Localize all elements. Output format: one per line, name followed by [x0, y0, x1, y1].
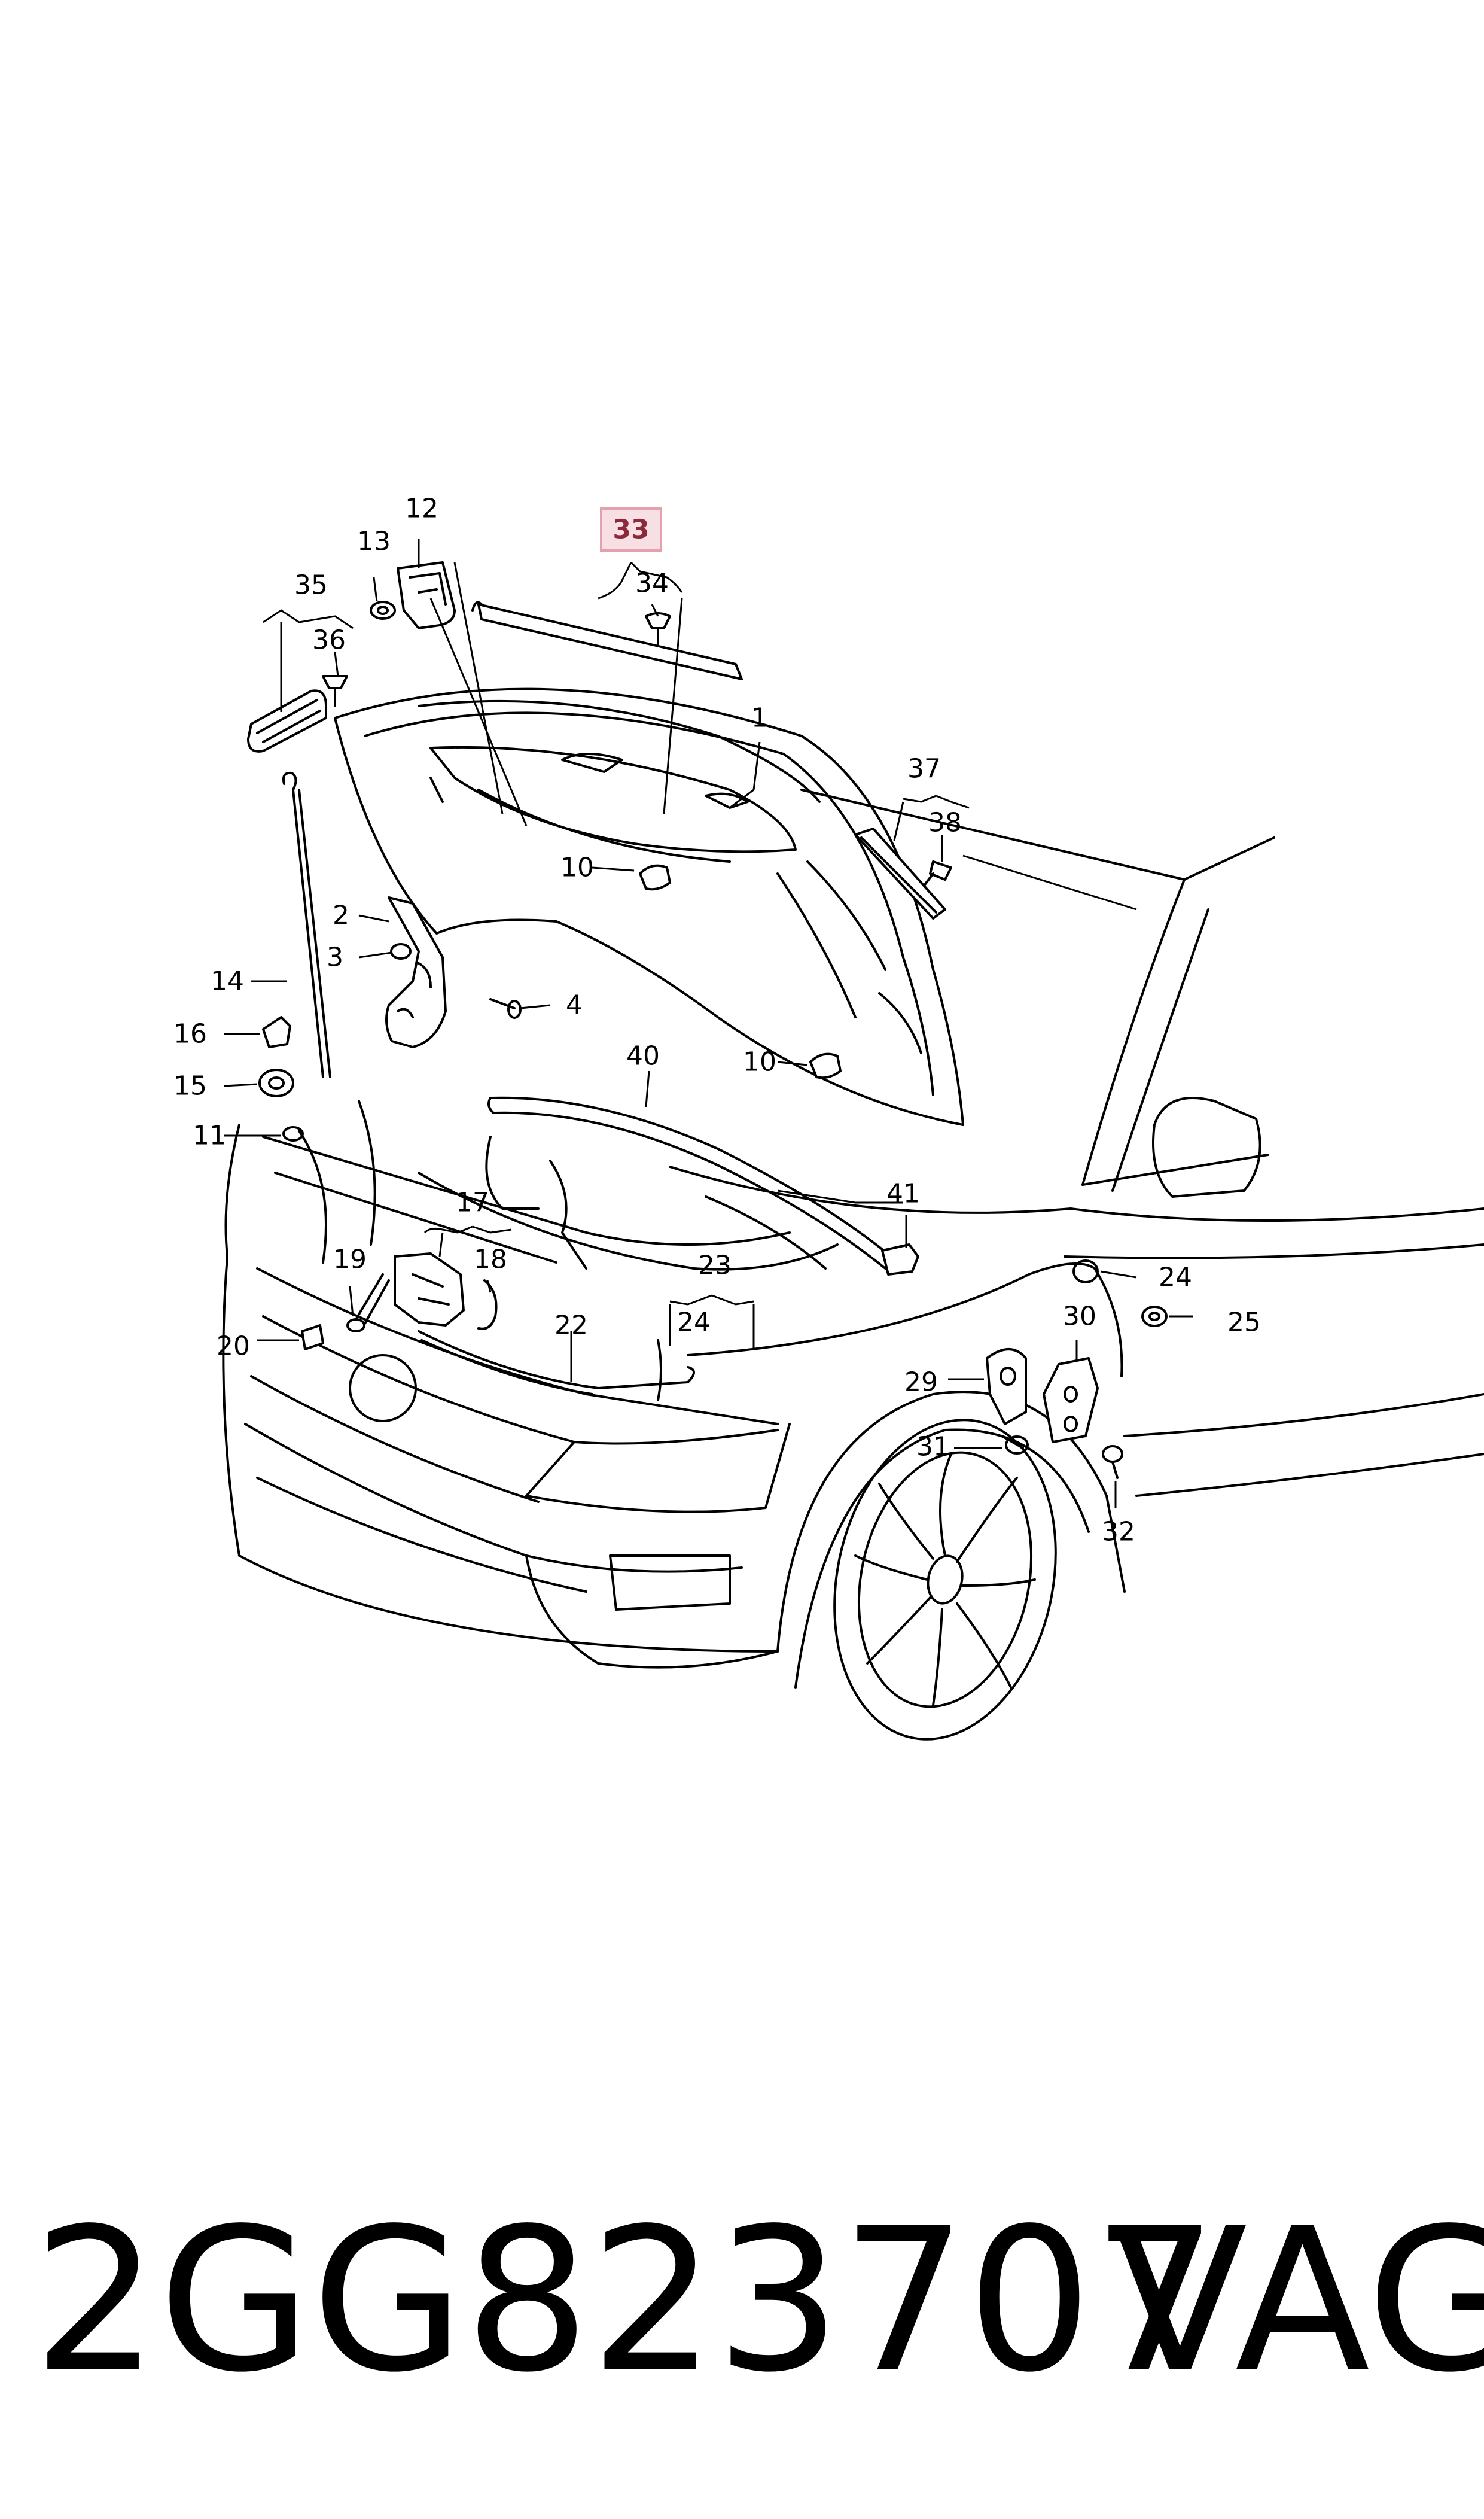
prop-rod-14: [282, 771, 331, 1078]
callout-15: 15: [173, 1071, 207, 1102]
clip-25: [1141, 1306, 1168, 1327]
grommet-24: [1072, 1260, 1099, 1283]
badge: [349, 1354, 417, 1422]
callout-34: 34: [635, 568, 669, 599]
callout-22: 22: [554, 1310, 588, 1341]
latch-17: [394, 1252, 465, 1327]
callout-12: 12: [405, 494, 438, 524]
callout-30: 30: [1063, 1301, 1096, 1332]
callout-31: 31: [916, 1432, 950, 1462]
callout-24b: 24: [1159, 1262, 1192, 1293]
nut-13: [370, 601, 396, 620]
pin-32: [1102, 1445, 1123, 1479]
nut-3: [390, 943, 412, 960]
bracket-16: [262, 1016, 291, 1048]
callout-20: 20: [217, 1331, 250, 1362]
leader-lines: [224, 539, 1193, 1508]
callout-38: 38: [928, 808, 962, 838]
callout-3: 3: [327, 942, 343, 973]
o-ring-11: [282, 1126, 304, 1142]
cap-20: [301, 1324, 324, 1350]
callout-41: 41: [886, 1179, 920, 1209]
bolt-19: [346, 1273, 390, 1332]
callout-10a: 10: [560, 853, 594, 883]
callout-2: 2: [333, 900, 349, 931]
seal-strip-35: [247, 689, 327, 753]
bumper-10b: [809, 1052, 842, 1079]
bowden-cable-23: [687, 1262, 1123, 1377]
callout-13: 13: [357, 527, 391, 557]
lock-12: [397, 561, 456, 629]
bolt-31: [1001, 1435, 1029, 1455]
callout-10b: 10: [743, 1047, 776, 1078]
hinge-2: [385, 896, 447, 1048]
handle-30: [1043, 1357, 1099, 1443]
front-wheel: [833, 1419, 1057, 1741]
callout-29: 29: [904, 1367, 938, 1398]
callout-24a: 24: [677, 1307, 711, 1338]
hood-panel: [334, 687, 964, 1126]
callout-19: 19: [333, 1245, 367, 1275]
highlight-box-33: [600, 507, 662, 552]
brand-name: VAG: [1113, 2186, 1484, 2415]
parts-diagram: 1 2 3 4 10 10 11 12 13 14 16 15 17 18 19…: [173, 494, 1484, 1741]
seal-strip-37: [854, 828, 946, 920]
callout-37: 37: [907, 754, 941, 784]
callout-17: 17: [456, 1188, 489, 1218]
callout-23: 23: [698, 1251, 732, 1281]
callout-4: 4: [566, 990, 583, 1021]
clip-38: [923, 860, 952, 887]
clip-36: [322, 675, 348, 707]
bolt-4: [489, 998, 522, 1019]
grommet-15: [258, 1069, 294, 1097]
callout-14: 14: [211, 966, 244, 997]
callout-1: 1: [751, 703, 768, 734]
callout-40: 40: [626, 1041, 660, 1072]
callout-25: 25: [1227, 1307, 1261, 1338]
callout-16: 16: [173, 1019, 207, 1049]
bumper-10a: [639, 864, 671, 891]
part-number: 2GG823707: [33, 2186, 1218, 2415]
side-mirror: [1152, 1097, 1261, 1198]
lever-29: [986, 1348, 1027, 1425]
seal-strip-33: [471, 601, 743, 680]
clip-34: [645, 612, 671, 647]
wire-18: [477, 1279, 498, 1330]
seal-40: [487, 1096, 892, 1270]
callout-32: 32: [1102, 1517, 1135, 1547]
end-piece-41: [881, 1243, 919, 1276]
callout-18: 18: [474, 1245, 507, 1275]
callout-33: 33: [613, 515, 649, 545]
release-cable-22: [418, 1330, 695, 1401]
callout-11: 11: [193, 1121, 226, 1151]
callout-35: 35: [294, 570, 328, 601]
callout-labels: 1 2 3 4 10 10 11 12 13 14 16 15 17 18 19…: [173, 494, 1261, 1547]
callout-36: 36: [312, 625, 346, 656]
